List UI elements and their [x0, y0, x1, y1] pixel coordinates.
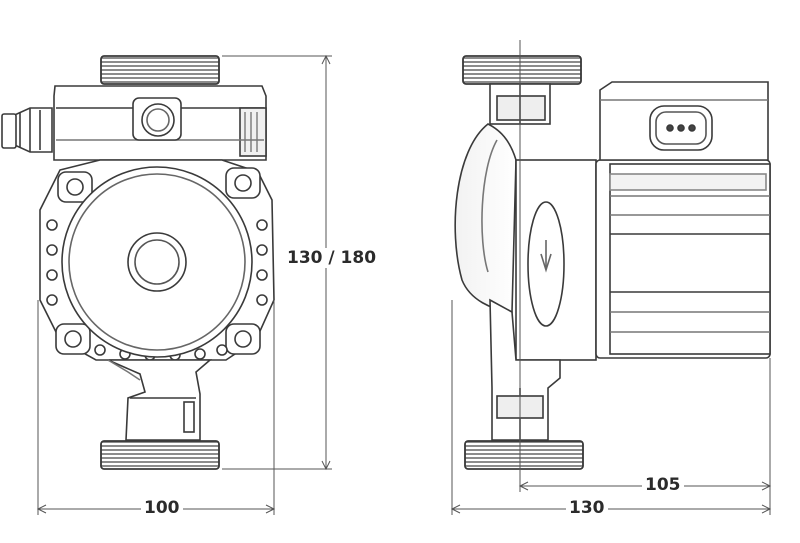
total-depth-label: 130	[566, 498, 608, 518]
cable-gland	[1, 107, 53, 153]
mounting-lugs	[55, 167, 261, 355]
outlet-pipe	[107, 359, 213, 441]
pump-housing	[39, 159, 275, 361]
side-pump-body	[515, 159, 597, 361]
top-union-nut	[100, 55, 220, 85]
side-top-union-nut	[462, 55, 582, 85]
vent-screw	[127, 232, 187, 292]
front-view	[1, 55, 275, 470]
height-dimension-label: 130 / 180	[284, 248, 380, 268]
terminal-plug	[132, 97, 182, 141]
side-terminal-box	[599, 81, 769, 161]
front-width-label: 100	[141, 498, 183, 518]
side-view	[454, 55, 771, 470]
side-bottom-union-nut	[464, 440, 584, 470]
bottom-union-nut	[100, 440, 220, 470]
motor-depth-label: 105	[642, 475, 684, 495]
side-motor	[595, 159, 771, 359]
side-volute	[454, 123, 517, 313]
